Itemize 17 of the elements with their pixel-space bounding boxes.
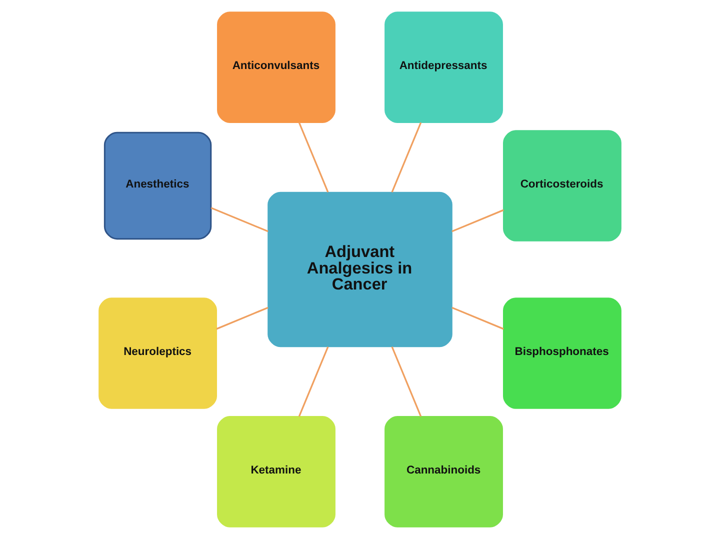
node-box: Bisphosphonates [503,298,622,409]
node-box: Antidepressants [384,12,503,123]
connector [452,306,504,330]
node-box: Anticonvulsants [217,12,336,123]
node-box: Neuroleptics [98,298,217,409]
connector [298,346,329,417]
node-box: Adjuvant Analgesics in Cancer [268,192,452,348]
node-box: Anesthetics [104,132,212,240]
connector [391,122,422,192]
connector [216,306,268,330]
node-box: Ketamine [217,416,336,528]
node-box: Corticosteroids [503,130,622,242]
connector [210,207,268,232]
connector [298,122,329,192]
connector [452,209,504,232]
node-box: Cannabinoids [384,416,503,528]
connector [391,346,422,417]
